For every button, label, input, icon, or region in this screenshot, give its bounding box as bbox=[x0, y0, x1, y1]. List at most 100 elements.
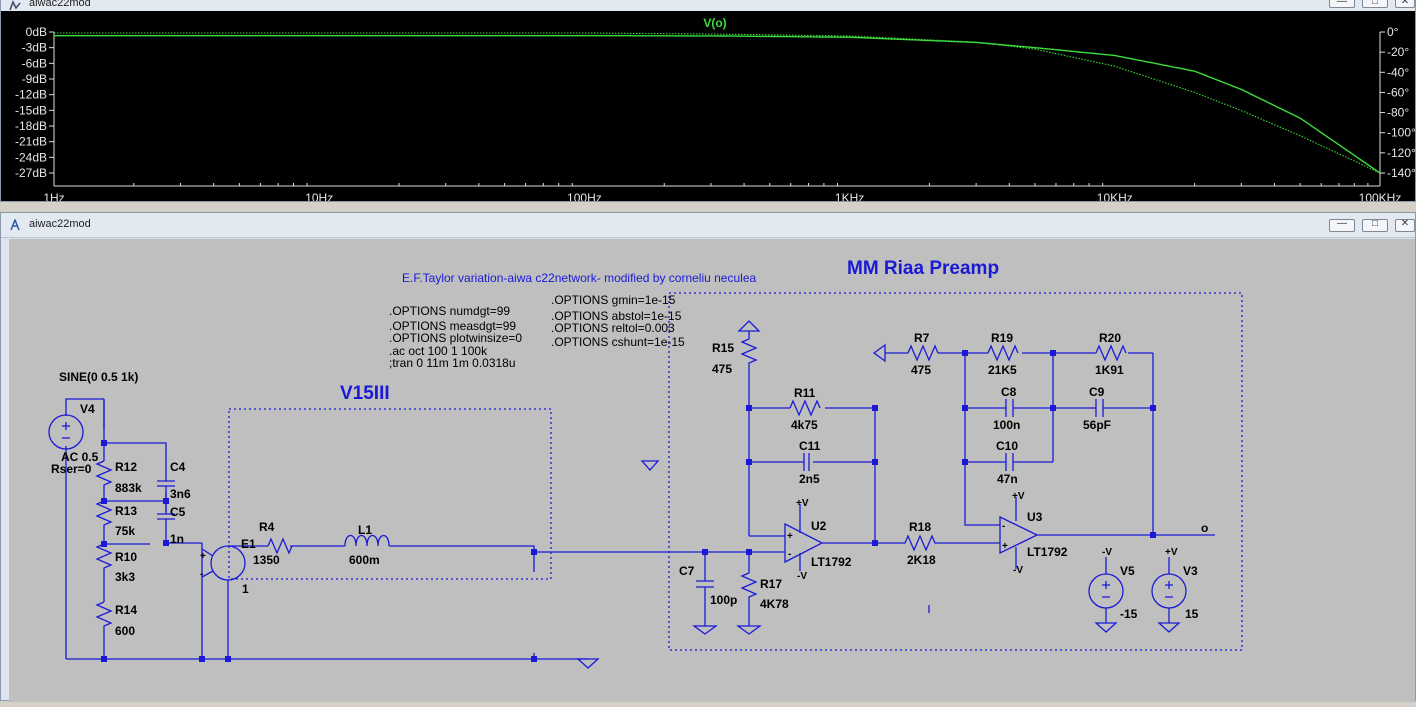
minimize-button[interactable]: — bbox=[1329, 0, 1355, 8]
r17-value[interactable]: 4K78 bbox=[760, 597, 789, 611]
spice-directive[interactable]: .OPTIONS measdgt=99 bbox=[389, 319, 516, 333]
resistor-r4-symbol[interactable] bbox=[267, 537, 293, 555]
waveform-app-icon bbox=[9, 0, 21, 11]
spice-directive[interactable]: .OPTIONS plotwinsize=0 bbox=[389, 331, 522, 345]
resistor-r14-symbol[interactable] bbox=[95, 601, 113, 659]
capacitor-c9-symbol[interactable] bbox=[1095, 399, 1104, 417]
v4-value-label[interactable]: SINE(0 0.5 1k) bbox=[59, 370, 138, 384]
schematic-canvas[interactable]: E.F.Taylor variation-aiwa c22network- mo… bbox=[9, 239, 1415, 702]
r12-value[interactable]: 883k bbox=[115, 481, 142, 495]
source-e1-symbol[interactable] bbox=[210, 545, 246, 581]
v4-name-label[interactable]: V4 bbox=[80, 402, 95, 416]
spice-directive[interactable]: .OPTIONS gmin=1e-15 bbox=[551, 293, 676, 307]
v3-value[interactable]: 15 bbox=[1185, 607, 1199, 621]
resistor-r20-symbol[interactable] bbox=[1095, 344, 1127, 362]
wire bbox=[201, 543, 268, 659]
r19-value[interactable]: 21K5 bbox=[988, 363, 1017, 377]
resistor-r19-symbol[interactable] bbox=[987, 344, 1019, 362]
close-icon: ✕ bbox=[1400, 0, 1410, 7]
opamp-u3-symbol[interactable] bbox=[999, 515, 1039, 555]
junction-dots bbox=[101, 350, 1156, 662]
r15-value[interactable]: 475 bbox=[712, 362, 732, 376]
header-comment[interactable]: E.F.Taylor variation-aiwa c22network- mo… bbox=[402, 271, 756, 285]
capacitor-c10-symbol[interactable] bbox=[1005, 453, 1014, 471]
ground-symbol bbox=[736, 625, 762, 635]
c8-value[interactable]: 100n bbox=[993, 418, 1020, 432]
svg-text:R10: R10 bbox=[115, 550, 137, 564]
spice-directive[interactable]: .OPTIONS reltol=0.003 bbox=[551, 321, 675, 335]
y-tick-label: 0dB bbox=[26, 25, 47, 39]
source-v3-symbol[interactable] bbox=[1151, 573, 1187, 609]
c10-value[interactable]: 47n bbox=[997, 472, 1018, 486]
maximize-button[interactable]: □ bbox=[1362, 0, 1388, 8]
v4-rser-label[interactable]: Rser=0 bbox=[51, 462, 92, 476]
minimize-button[interactable]: — bbox=[1329, 218, 1355, 232]
l1-value[interactable]: 600m bbox=[349, 553, 380, 567]
opamp-u2-symbol[interactable] bbox=[749, 522, 824, 564]
supply-pos-label: +V bbox=[1012, 491, 1025, 502]
resistor-r18-symbol[interactable] bbox=[875, 534, 1000, 552]
spice-directive[interactable]: .OPTIONS abstol=1e-15 bbox=[551, 309, 682, 323]
schematic-drawing[interactable]: E.F.Taylor variation-aiwa c22network- mo… bbox=[9, 239, 1415, 702]
ground-symbol bbox=[640, 460, 660, 471]
source-v5-symbol[interactable] bbox=[1088, 573, 1124, 609]
resistor-r15-symbol[interactable] bbox=[740, 331, 758, 408]
capacitor-c8-symbol[interactable] bbox=[1005, 399, 1014, 417]
spice-directive[interactable]: .OPTIONS numdgt=99 bbox=[389, 304, 510, 318]
capacitor-c4-symbol[interactable] bbox=[157, 480, 175, 487]
resistor-r12-symbol[interactable] bbox=[95, 460, 113, 501]
cartridge-title[interactable]: V15III bbox=[340, 383, 390, 404]
c7-value[interactable]: 100p bbox=[710, 593, 737, 607]
r4-value[interactable]: 1350 bbox=[253, 553, 280, 567]
resistor-r7-symbol[interactable] bbox=[907, 344, 965, 362]
ground-symbol bbox=[692, 625, 718, 635]
resistor-r11-symbol[interactable] bbox=[789, 399, 821, 417]
r18-value[interactable]: 2K18 bbox=[907, 553, 936, 567]
r10-value[interactable]: 3k3 bbox=[115, 570, 135, 584]
bode-plot[interactable]: V(o) 0dB-3dB-6dB-9dB-12dB-15dB-18dB-21dB… bbox=[1, 11, 1416, 205]
v5-value[interactable]: -15 bbox=[1120, 607, 1138, 621]
source-v4-symbol[interactable] bbox=[48, 414, 84, 450]
e1-name-label[interactable]: E1 bbox=[241, 537, 256, 551]
svg-text:C5: C5 bbox=[170, 505, 186, 519]
close-button[interactable]: ✕ bbox=[1395, 0, 1415, 8]
r7-value[interactable]: 475 bbox=[911, 363, 931, 377]
net-out-label[interactable]: o bbox=[1201, 521, 1208, 535]
wire bbox=[104, 500, 166, 545]
capacitor-c11-symbol[interactable] bbox=[803, 453, 810, 471]
r11-value[interactable]: 4k75 bbox=[791, 418, 818, 432]
v4-ac-label[interactable]: AC 0.5 bbox=[61, 450, 99, 464]
resistor-r10-symbol[interactable] bbox=[95, 543, 113, 602]
r13-value[interactable]: 75k bbox=[115, 524, 135, 538]
r14-value[interactable]: 600 bbox=[115, 624, 135, 638]
spice-directive[interactable]: ;tran 0 11m 1m 0.0318u bbox=[389, 356, 516, 370]
c4-value[interactable]: 3n6 bbox=[170, 487, 191, 501]
plot-axes bbox=[53, 32, 1381, 187]
schematic-titlebar[interactable]: aiwac22mod — □ ✕ bbox=[1, 213, 1415, 238]
plot-pane[interactable]: V(o) 0dB-3dB-6dB-9dB-12dB-15dB-18dB-21dB… bbox=[1, 11, 1416, 205]
y-tick-label: -60° bbox=[1387, 85, 1409, 99]
maximize-button[interactable]: □ bbox=[1362, 218, 1388, 232]
spice-directive[interactable]: .OPTIONS cshunt=1e-15 bbox=[551, 335, 685, 349]
r20-value[interactable]: 1K91 bbox=[1095, 363, 1124, 377]
plus-minus-icon bbox=[62, 422, 70, 439]
y-tick-label: -3dB bbox=[22, 41, 47, 55]
section-title[interactable]: MM Riaa Preamp bbox=[847, 258, 999, 279]
y-tick-label: -24dB bbox=[15, 150, 47, 164]
u2-value[interactable]: LT1792 bbox=[811, 555, 852, 569]
close-button[interactable]: ✕ bbox=[1395, 218, 1415, 232]
e1-gain-label[interactable]: 1 bbox=[242, 582, 249, 596]
spice-directive[interactable]: .ac oct 100 1 100k bbox=[389, 344, 488, 358]
inductor-l1-symbol[interactable] bbox=[344, 534, 390, 547]
u3-value[interactable]: LT1792 bbox=[1027, 545, 1068, 559]
trace-label-v-o[interactable]: V(o) bbox=[703, 16, 726, 30]
resistor-r17-symbol[interactable] bbox=[740, 552, 758, 626]
plus-sign: + bbox=[787, 531, 793, 542]
c9-value[interactable]: 56pF bbox=[1083, 418, 1111, 432]
c11-value[interactable]: 2n5 bbox=[799, 472, 820, 486]
svg-text:R11: R11 bbox=[794, 386, 816, 400]
capacitor-c7-symbol[interactable] bbox=[696, 552, 714, 626]
resistor-r13-symbol[interactable] bbox=[95, 500, 113, 544]
y-tick-label: -9dB bbox=[22, 72, 47, 86]
c5-value[interactable]: 1n bbox=[170, 532, 184, 546]
